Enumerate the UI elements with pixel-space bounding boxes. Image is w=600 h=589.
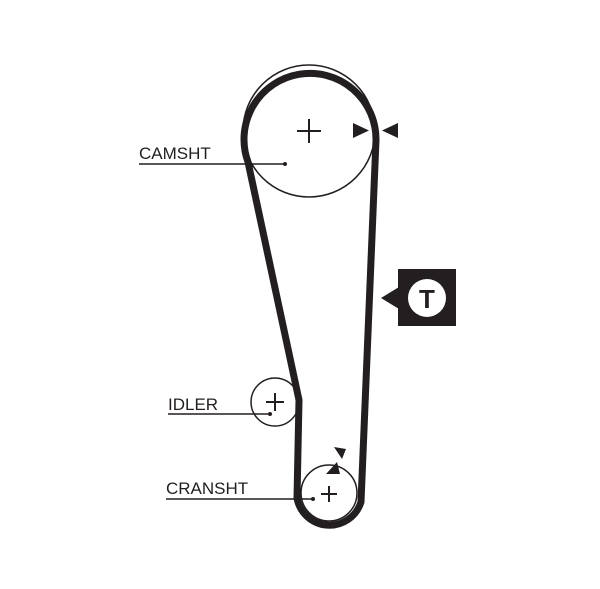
crank-timing-mark-lower-icon [326,462,340,474]
crankshaft-timing-mark [326,447,346,474]
camshaft-timing-mark [353,123,398,138]
idler-leader-dot [268,412,272,416]
tensioner-marker: T [381,269,456,326]
crank-timing-mark-upper-icon [334,447,346,459]
idler-pulley-outline [250,377,300,427]
crankshaft-label: CRANSHT [166,479,248,498]
camshaft-leader-dot [283,162,287,166]
crankshaft-pulley [300,464,358,522]
crankshaft-center-icon [321,486,337,502]
camshaft-pulley-outline [242,64,376,198]
tensioner-label: T [419,284,435,314]
idler-pulley [250,377,300,427]
idler-center-icon [266,393,284,411]
crankshaft-pulley-outline [300,464,358,522]
camshaft-callout: CAMSHT [139,144,287,166]
camshaft-label: CAMSHT [139,144,211,163]
camshaft-center-icon [297,119,321,143]
idler-callout: IDLER [168,395,272,416]
crankshaft-leader-dot [311,497,315,501]
camshaft-pulley [242,64,376,198]
tensioner-pointer-icon [381,287,399,309]
timing-mark-right-icon [382,123,398,138]
timing-mark-left-icon [353,123,369,138]
idler-label: IDLER [168,395,218,414]
tensioner-circle-icon [408,279,446,317]
timing-belt [240,69,380,529]
crankshaft-callout: CRANSHT [166,479,315,501]
